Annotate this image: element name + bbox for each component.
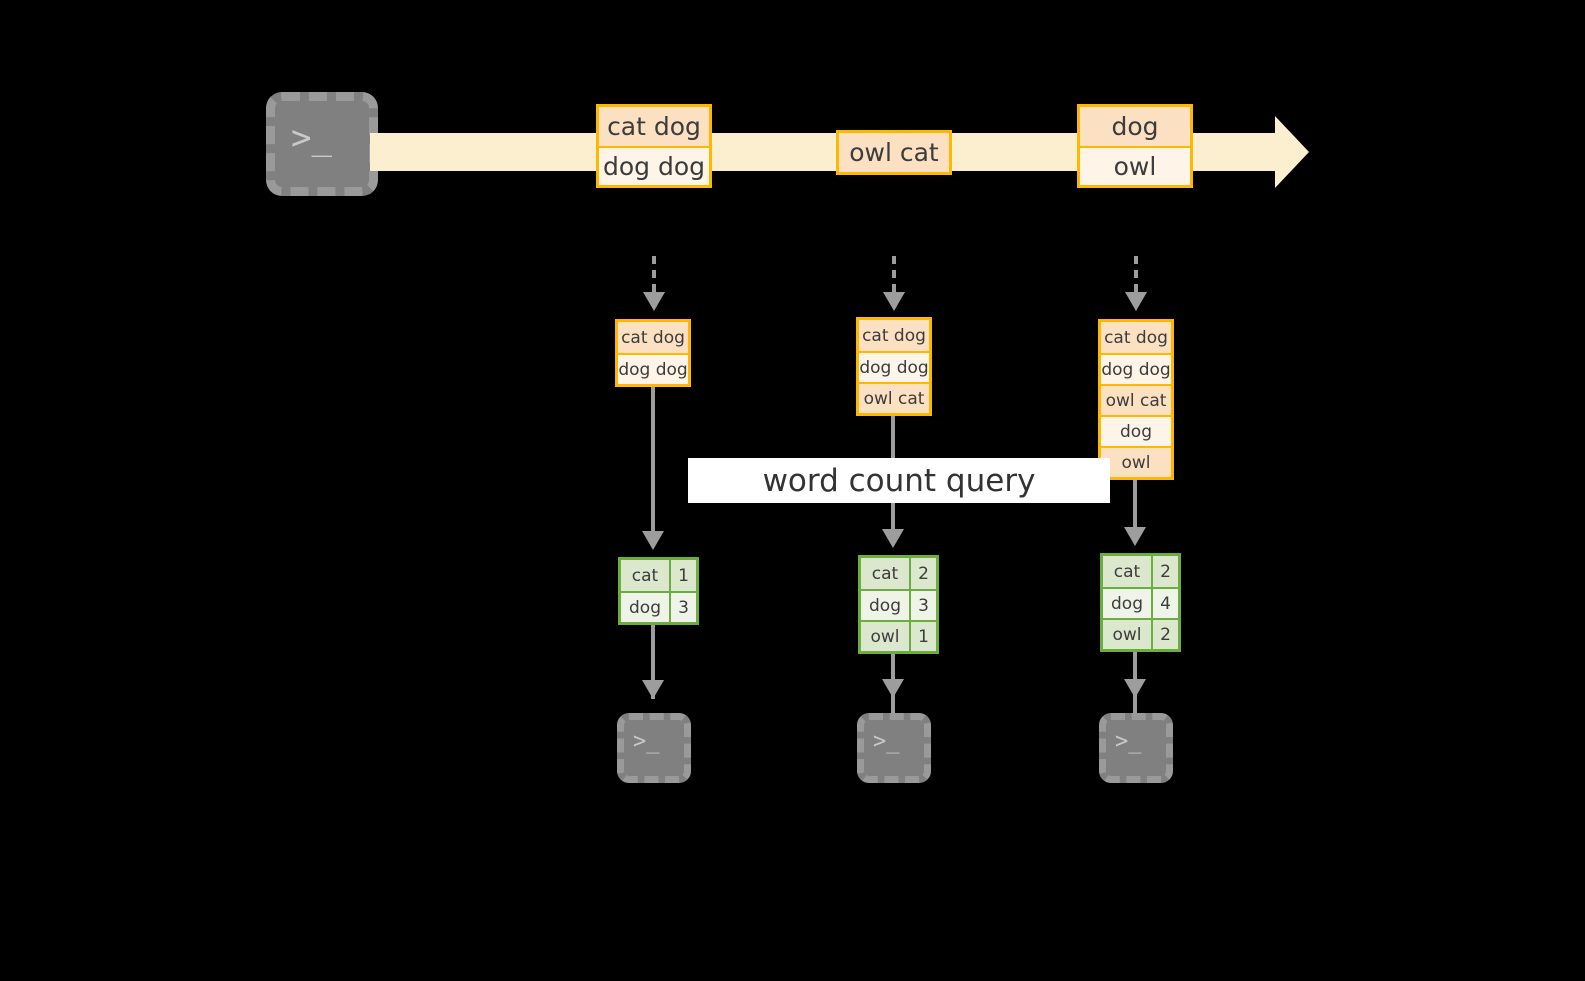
sink-terminal-glyph: >_ xyxy=(633,729,660,754)
source-terminal-icon: >_ xyxy=(266,92,378,196)
snapshot-2-sink-terminal-icon: >_ xyxy=(857,713,931,783)
stream-event-line: owl cat xyxy=(839,133,949,172)
snapshot-3-materialized-stack[interactable]: cat dog dog dog owl cat dog owl xyxy=(1098,319,1174,480)
materialized-row: cat dog xyxy=(1101,322,1171,353)
stream-event-2[interactable]: owl cat xyxy=(836,130,952,175)
materialized-row: owl xyxy=(1101,446,1171,477)
result-row: cat 2 xyxy=(1103,556,1178,587)
snapshot-1-sink-arrowhead xyxy=(642,680,664,699)
result-row: dog 3 xyxy=(861,589,936,620)
event-stream-arrow-head xyxy=(1275,116,1309,188)
sink-terminal-glyph: >_ xyxy=(1115,729,1142,754)
materialized-row: cat dog xyxy=(859,320,929,351)
materialized-row: dog xyxy=(1101,415,1171,446)
result-row: owl 1 xyxy=(861,620,936,651)
result-count: 3 xyxy=(669,593,696,622)
result-word: cat xyxy=(861,558,909,589)
snapshot-3-tap-line xyxy=(1134,256,1138,292)
result-word: owl xyxy=(861,622,909,651)
stream-event-line: dog dog xyxy=(599,146,709,185)
snapshot-2-sink-arrowhead xyxy=(882,679,904,698)
snapshot-2-materialized-stack[interactable]: cat dog dog dog owl cat xyxy=(856,317,932,416)
result-count: 1 xyxy=(909,622,936,651)
snapshot-2-tap-arrowhead xyxy=(883,292,905,311)
materialized-row: dog dog xyxy=(618,353,688,384)
materialized-row: dog dog xyxy=(859,351,929,382)
result-count: 2 xyxy=(1151,556,1178,587)
snapshot-3-tap-arrowhead xyxy=(1125,292,1147,311)
snapshot-2-result-table[interactable]: cat 2 dog 3 owl 1 xyxy=(858,555,939,654)
materialized-row: owl cat xyxy=(859,382,929,413)
stream-event-line: owl xyxy=(1080,146,1190,185)
materialized-row: cat dog xyxy=(618,322,688,353)
stream-event-line: dog xyxy=(1080,107,1190,146)
snapshot-2-tap-line xyxy=(892,256,896,292)
result-word: dog xyxy=(1103,589,1151,618)
snapshot-1-query-arrowhead xyxy=(642,531,664,550)
result-count: 4 xyxy=(1151,589,1178,618)
snapshot-2-query-arrowhead xyxy=(882,529,904,548)
result-word: owl xyxy=(1103,620,1151,649)
result-count: 2 xyxy=(1151,620,1178,649)
stream-event-3[interactable]: dog owl xyxy=(1077,104,1193,188)
query-label-text: word count query xyxy=(762,462,1036,499)
query-label: word count query xyxy=(688,458,1110,503)
snapshot-1-tap-line xyxy=(652,256,656,292)
materialized-row: dog dog xyxy=(1101,353,1171,384)
snapshot-3-sink-arrowhead xyxy=(1124,679,1146,698)
snapshot-3-result-table[interactable]: cat 2 dog 4 owl 2 xyxy=(1100,553,1181,652)
result-word: cat xyxy=(621,560,669,591)
snapshot-1-query-line xyxy=(651,387,655,531)
stream-event-line: cat dog xyxy=(599,107,709,146)
result-count: 2 xyxy=(909,558,936,589)
snapshot-1-sink-line xyxy=(651,623,655,699)
result-count: 1 xyxy=(669,560,696,591)
source-terminal-glyph: >_ xyxy=(291,118,332,158)
result-row: dog 3 xyxy=(621,591,696,622)
snapshot-3-query-arrowhead xyxy=(1124,527,1146,546)
stream-event-1[interactable]: cat dog dog dog xyxy=(596,104,712,188)
snapshot-1-tap-arrowhead xyxy=(643,292,665,311)
snapshot-1-result-table[interactable]: cat 1 dog 3 xyxy=(618,557,699,625)
result-row: cat 2 xyxy=(861,558,936,589)
result-word: dog xyxy=(861,591,909,620)
snapshot-3-query-line xyxy=(1133,480,1137,529)
result-row: cat 1 xyxy=(621,560,696,591)
snapshot-1-materialized-stack[interactable]: cat dog dog dog xyxy=(615,319,691,387)
result-row: owl 2 xyxy=(1103,618,1178,649)
sink-terminal-glyph: >_ xyxy=(873,729,900,754)
result-count: 3 xyxy=(909,591,936,620)
snapshot-3-sink-terminal-icon: >_ xyxy=(1099,713,1173,783)
result-word: dog xyxy=(621,593,669,622)
result-row: dog 4 xyxy=(1103,587,1178,618)
snapshot-1-sink-terminal-icon: >_ xyxy=(617,713,691,783)
result-word: cat xyxy=(1103,556,1151,587)
materialized-row: owl cat xyxy=(1101,384,1171,415)
